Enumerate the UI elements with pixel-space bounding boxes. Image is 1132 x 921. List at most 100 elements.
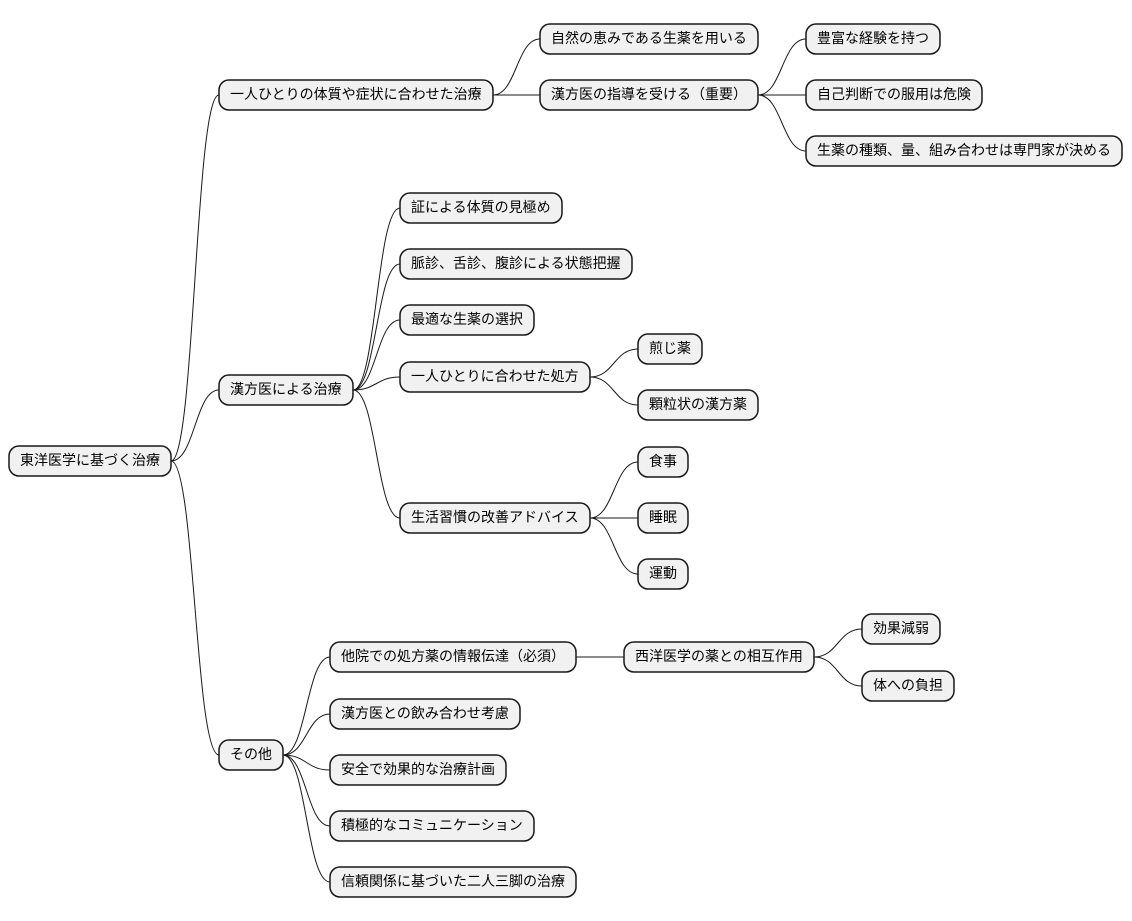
edge-layer xyxy=(170,38,863,883)
mindmap-edge-r-1-3 xyxy=(352,376,401,391)
node-label: 漢方医による治療 xyxy=(230,381,342,398)
node-box xyxy=(637,333,703,365)
mindmap-edge-r-1-3-1 xyxy=(589,376,639,406)
mindmap-node-r-1-4-2: 運動 xyxy=(637,558,689,590)
mindmap-node-r-2: その他 xyxy=(218,739,284,771)
mindmap-node-r: 東洋医学に基づく治療 xyxy=(8,445,172,477)
mindmap-edge-r-1 xyxy=(170,389,220,462)
node-label: 脈診、舌診、腹診による状態把握 xyxy=(411,255,621,272)
node-label: 煎じ薬 xyxy=(649,341,691,357)
node-box xyxy=(637,558,689,590)
node-label: 豊富な経験を持つ xyxy=(817,30,929,47)
node-box xyxy=(805,135,1123,167)
mindmap-node-r-2-0-0-0: 効果減弱 xyxy=(861,613,941,645)
mindmap-node-r-2-2: 安全で効果的な治療計画 xyxy=(329,754,507,786)
node-box xyxy=(8,445,172,477)
node-box xyxy=(329,698,521,730)
node-label: 生活習慣の改善アドバイス xyxy=(411,509,579,526)
node-label: 体への負担 xyxy=(873,678,943,694)
node-box xyxy=(399,304,535,336)
mindmap-node-r-2-4: 信頼関係に基づいた二人三脚の治療 xyxy=(329,866,577,898)
mindmap-edge-r-2 xyxy=(170,460,220,756)
node-label: 東洋医学に基づく治療 xyxy=(20,452,160,469)
node-layer: 東洋医学に基づく治療 一人ひとりの体質や症状に合わせた治療 自然の恵みである生薬を用… xyxy=(8,23,1123,898)
mindmap-edge-r-2-3 xyxy=(282,754,331,827)
node-box xyxy=(861,670,955,702)
node-box xyxy=(637,389,759,421)
node-box xyxy=(623,641,815,673)
mindmap-edge-r-1-4-2 xyxy=(589,517,639,575)
mindmap-edge-r-0 xyxy=(170,94,220,462)
mindmap-edge-r-2-2 xyxy=(282,754,331,771)
mindmap-node-r-1-0: 証による体質の見極め xyxy=(399,192,563,224)
node-box xyxy=(805,23,941,55)
node-label: 一人ひとりに合わせた処方 xyxy=(411,369,579,385)
mindmap-node-r-2-3: 積極的なコミュニケーション xyxy=(329,810,535,842)
mindmap-node-r-0-1: 漢方医の指導を受ける（重要） xyxy=(539,79,759,111)
mindmap-node-r-0-0: 自然の恵みである生薬を用いる xyxy=(539,23,759,55)
mindmap-edge-r-0-1-2 xyxy=(757,94,807,152)
mindmap-node-r-2-0: 他院での処方薬の情報伝達（必須） xyxy=(329,641,577,673)
mindmap-edge-r-1-4 xyxy=(352,389,401,519)
node-box xyxy=(329,866,577,898)
mindmap-node-r-1-4-1: 睡眠 xyxy=(637,502,689,534)
node-label: 安全で効果的な治療計画 xyxy=(341,761,495,778)
mindmap-node-r-0: 一人ひとりの体質や症状に合わせた治療 xyxy=(218,79,494,111)
node-box xyxy=(399,502,591,534)
node-box xyxy=(637,446,689,478)
mindmap-node-r-1-4: 生活習慣の改善アドバイス xyxy=(399,502,591,534)
node-label: 顆粒状の漢方薬 xyxy=(649,397,747,413)
mindmap-edge-r-1-4-0 xyxy=(589,461,639,519)
mindmap-node-r-1-4-0: 食事 xyxy=(637,446,689,478)
node-box xyxy=(539,79,759,111)
node-label: 自然の恵みである生薬を用いる xyxy=(551,30,747,47)
mindmap-edge-r-2-0-0-0 xyxy=(813,628,863,658)
node-label: 食事 xyxy=(649,453,677,470)
mindmap-edge-r-0-0 xyxy=(492,38,541,96)
node-box xyxy=(218,79,494,111)
node-label: 漢方医との飲み合わせ考慮 xyxy=(341,706,509,722)
node-box xyxy=(329,810,535,842)
node-label: 自己判断での服用は危険 xyxy=(817,87,971,103)
node-label: その他 xyxy=(230,747,272,763)
node-box xyxy=(218,374,354,406)
node-label: 最適な生薬の選択 xyxy=(411,311,523,328)
node-box xyxy=(539,23,759,55)
node-label: 運動 xyxy=(649,566,677,582)
mindmap-node-r-1-3-0: 煎じ薬 xyxy=(637,333,703,365)
mindmap-node-r-2-1: 漢方医との飲み合わせ考慮 xyxy=(329,698,521,730)
mindmap-edge-r-2-0 xyxy=(282,656,331,756)
node-label: 他院での処方薬の情報伝達（必須） xyxy=(341,649,565,665)
node-box xyxy=(637,502,689,534)
node-label: 積極的なコミュニケーション xyxy=(341,818,523,834)
mindmap-edge-r-1-0 xyxy=(352,207,401,391)
mindmap-edge-r-1-2 xyxy=(352,319,401,391)
mindmap-node-r-1-1: 脈診、舌診、腹診による状態把握 xyxy=(399,248,633,280)
mindmap-node-r-0-1-1: 自己判断での服用は危険 xyxy=(805,79,983,111)
mindmap-edge-r-2-1 xyxy=(282,713,331,756)
node-label: 信頼関係に基づいた二人三脚の治療 xyxy=(341,873,565,890)
mindmap-node-r-0-1-2: 生薬の種類、量、組み合わせは専門家が決める xyxy=(805,135,1123,167)
mindmap-edge-r-2-0-0-1 xyxy=(813,656,863,687)
node-box xyxy=(805,79,983,111)
mindmap-node-r-1-3-1: 顆粒状の漢方薬 xyxy=(637,389,759,421)
node-box xyxy=(329,641,577,673)
node-box xyxy=(399,361,591,393)
mindmap-node-r-2-0-0: 西洋医学の薬との相互作用 xyxy=(623,641,815,673)
mindmap-node-r-1-3: 一人ひとりに合わせた処方 xyxy=(399,361,591,393)
mindmap-edge-r-1-3-0 xyxy=(589,348,639,378)
node-label: 一人ひとりの体質や症状に合わせた治療 xyxy=(230,86,482,103)
mindmap-edge-r-2-4 xyxy=(282,754,331,883)
mindmap-edge-r-0-1-0 xyxy=(757,38,807,96)
node-box xyxy=(861,613,941,645)
mindmap-node-r-1: 漢方医による治療 xyxy=(218,374,354,406)
node-box xyxy=(218,739,284,771)
mindmap-node-r-1-2: 最適な生薬の選択 xyxy=(399,304,535,336)
node-box xyxy=(399,192,563,224)
node-label: 効果減弱 xyxy=(873,620,929,637)
mindmap-node-r-0-1-0: 豊富な経験を持つ xyxy=(805,23,941,55)
mindmap-node-r-2-0-0-1: 体への負担 xyxy=(861,670,955,702)
node-box xyxy=(329,754,507,786)
node-label: 証による体質の見極め xyxy=(411,200,551,216)
